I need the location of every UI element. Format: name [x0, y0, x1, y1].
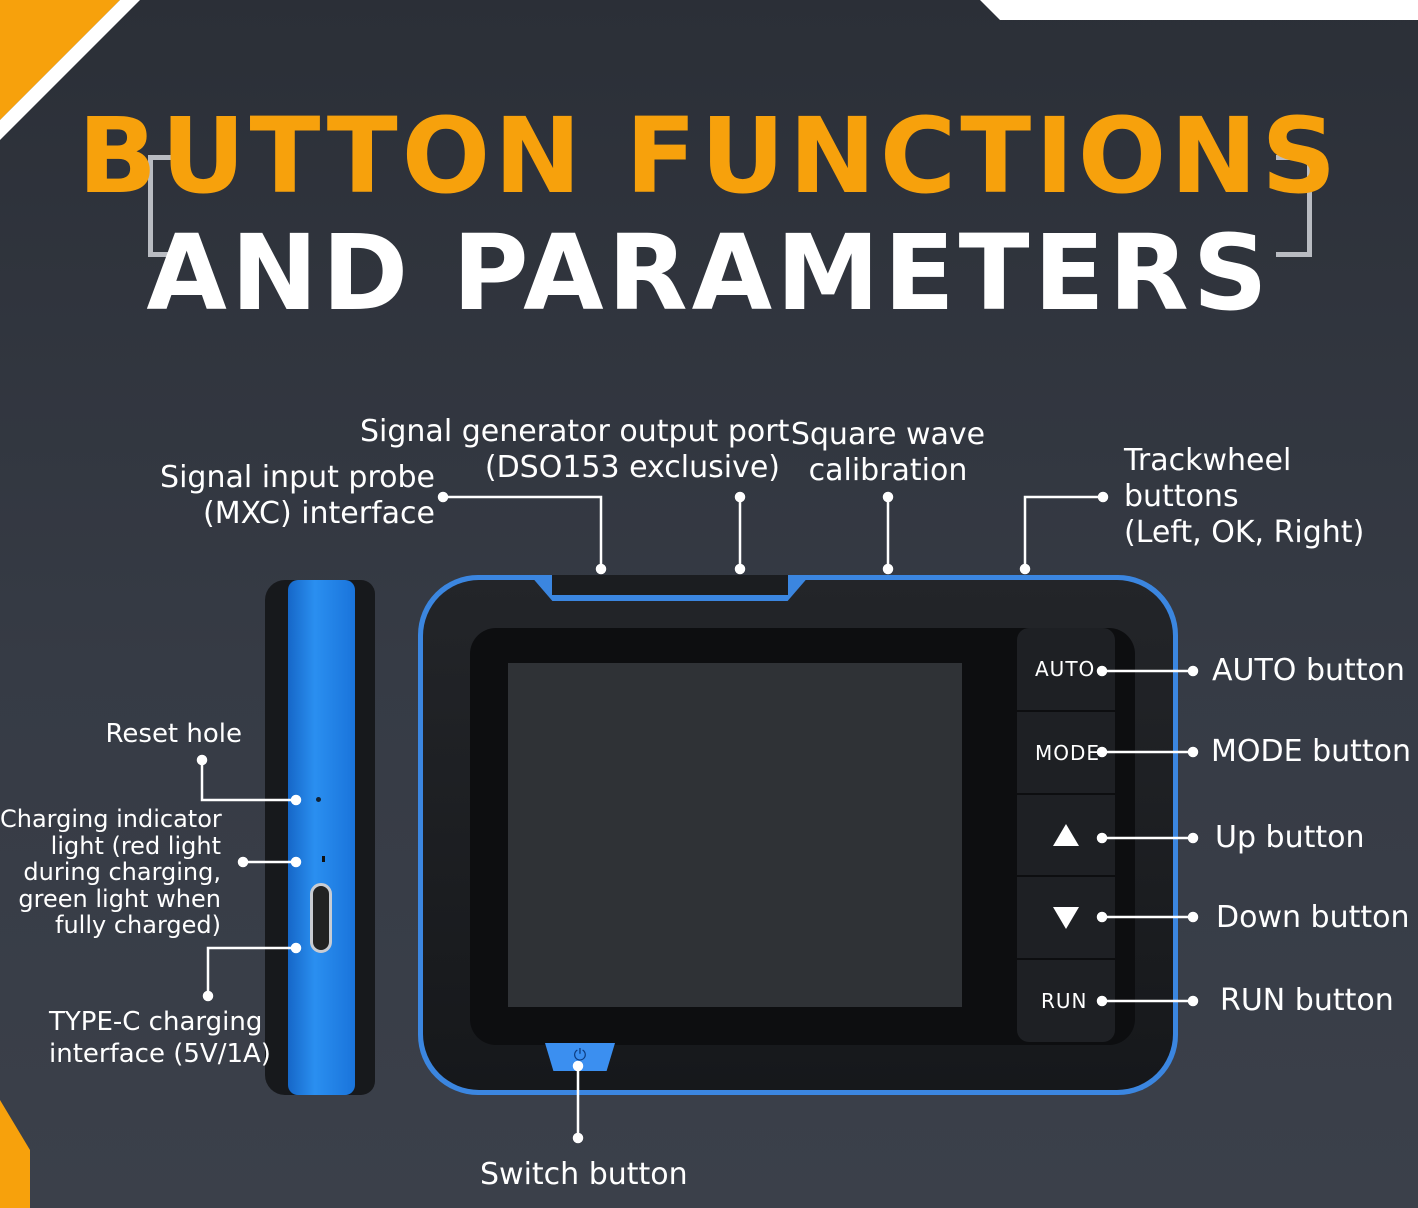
left-bracket	[148, 155, 184, 257]
power-key[interactable]: ⏻	[545, 1043, 615, 1071]
run-key[interactable]: RUN	[1017, 960, 1115, 1042]
title-line-2: AND PARAMETERS	[146, 212, 1272, 334]
triangle-down-icon	[1053, 906, 1079, 929]
run-button-label: RUN button	[1220, 983, 1394, 1018]
reset-hole	[316, 797, 321, 802]
switch-button-label: Switch button	[480, 1157, 688, 1192]
mode-button-label: MODE button	[1211, 734, 1412, 769]
title-line-1: BUTTON FUNCTIONS	[77, 95, 1341, 217]
triangle-up-icon	[1053, 824, 1079, 846]
signal-input-label: Signal input probe(MXC) interface	[160, 460, 435, 531]
top-port-notch-inner	[552, 575, 788, 595]
up-button-label: Up button	[1215, 820, 1365, 855]
mode-key-label: MODE	[1035, 740, 1101, 765]
down-button-label: Down button	[1216, 900, 1410, 935]
auto-key-label: AUTO	[1035, 657, 1096, 681]
screen	[508, 663, 962, 1007]
auto-button-label: AUTO button	[1212, 653, 1405, 688]
type-c-port	[310, 883, 332, 953]
power-icon: ⏻	[573, 1045, 587, 1064]
run-key-label: RUN	[1041, 989, 1088, 1013]
right-bracket	[1276, 155, 1312, 257]
device-side-blue-band	[288, 580, 355, 1095]
signal-generator-label: Signal generator output port(DSO153 excl…	[360, 414, 790, 485]
charging-indicator-light	[322, 856, 325, 862]
reset-hole-label: Reset hole	[105, 719, 243, 749]
